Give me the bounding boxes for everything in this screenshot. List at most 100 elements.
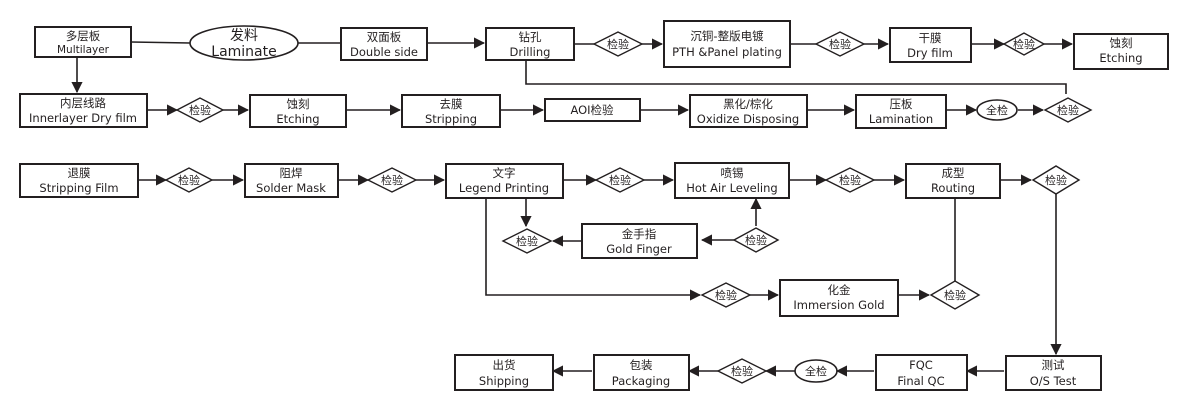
inspect-label: 检验 (189, 103, 211, 117)
step-solder-mask-en: Solder Mask (256, 181, 326, 195)
step-gold-finger-zh: 金手指 (622, 227, 657, 241)
connector-drilling-return (525, 60, 1067, 94)
inspect-diamond: 检验 (732, 227, 780, 253)
inspect-label: 检验 (731, 364, 753, 378)
connector-legend-immersion (485, 198, 702, 301)
step-shipping-en: Shipping (479, 374, 529, 388)
inspect-diamond: 检验 (716, 358, 768, 384)
step-fqc-zh: FQC (909, 358, 933, 372)
inspect-label: 检验 (609, 173, 631, 187)
step-double-side: 双面板 Double side (340, 27, 428, 61)
step-multilayer-zh: 多层板 (66, 29, 101, 43)
step-drilling: 钻孔 Drilling (485, 27, 575, 61)
inspect-label: 检验 (607, 37, 629, 51)
inspect-diamond: 检验 (824, 167, 876, 193)
full-inspect-oval: 全检 (794, 359, 838, 383)
inspect-label: 检验 (1013, 37, 1035, 51)
inspect-label: 检验 (381, 173, 403, 187)
step-immersion-gold: 化金 Immersion Gold (779, 279, 899, 317)
inspect-label: 检验 (1057, 103, 1079, 117)
step-innerlayer-zh: 内层线路 (60, 96, 106, 110)
inspect-diamond: 检验 (366, 167, 418, 193)
step-routing-zh: 成型 (942, 166, 965, 180)
step-routing: 成型 Routing (905, 163, 1001, 199)
step-legend-en: Legend Printing (459, 181, 549, 195)
inspect-diamond: 检验 (1043, 97, 1093, 123)
inspect-diamond: 检验 (501, 228, 553, 254)
step-double-side-en: Double side (350, 45, 418, 59)
inspect-label: 检验 (745, 233, 767, 247)
step-multilayer: 多层板 Multilayer (34, 26, 132, 58)
step-pth-zh: 沉铜-整版电镀 (690, 29, 764, 43)
inspect-diamond: 检验 (164, 167, 214, 193)
step-etching-inner-en: Etching (276, 112, 319, 126)
inspect-diamond: 检验 (175, 97, 225, 123)
full-inspect-label: 全检 (805, 364, 827, 378)
step-fqc: FQC Final QC (875, 354, 968, 391)
step-pth-en: PTH &Panel plating (672, 45, 782, 59)
step-solder-mask-zh: 阻焊 (280, 166, 303, 180)
step-gold-finger: 金手指 Gold Finger (581, 223, 698, 259)
step-packaging-zh: 包装 (630, 358, 653, 372)
step-routing-en: Routing (931, 181, 975, 195)
inspect-label: 检验 (178, 173, 200, 187)
full-inspect-oval: 全检 (976, 99, 1018, 121)
step-etching-inner-zh: 蚀刻 (287, 97, 310, 111)
inspect-diamond: 检验 (594, 167, 646, 193)
step-hasl-zh: 喷锡 (721, 166, 744, 180)
step-etching-outer: 蚀刻 Etching (1073, 33, 1169, 70)
step-dry-film-en: Dry film (907, 46, 953, 60)
step-aoi: AOI检验 (544, 98, 641, 122)
step-stripping-film-en: Stripping Film (39, 181, 118, 195)
step-oxidize: 黑化/棕化 Oxidize Disposing (689, 94, 808, 128)
inspect-label: 检验 (1045, 173, 1067, 187)
full-inspect-label: 全检 (986, 103, 1008, 117)
step-drilling-en: Drilling (510, 45, 551, 59)
step-os-test: 测试 O/S Test (1005, 355, 1102, 391)
step-solder-mask: 阻焊 Solder Mask (244, 163, 339, 198)
step-lamination-zh: 压板 (890, 97, 913, 111)
step-packaging-en: Packaging (612, 374, 670, 388)
step-stripping-en: Stripping (425, 112, 477, 126)
step-stripping-zh: 去膜 (440, 97, 463, 111)
step-aoi-label: AOI检验 (570, 103, 614, 117)
inspect-diamond: 检验 (814, 31, 866, 57)
step-fqc-en: Final QC (897, 374, 944, 388)
inspect-diamond: 检验 (929, 280, 981, 310)
inspect-label: 检验 (839, 173, 861, 187)
step-stripping-film: 退膜 Stripping Film (19, 163, 139, 198)
step-stripping: 去膜 Stripping (401, 94, 501, 128)
step-pth: 沉铜-整版电镀 PTH &Panel plating (663, 20, 791, 68)
step-lamination: 压板 Lamination (855, 94, 947, 129)
connectors (71, 37, 1074, 377)
step-multilayer-en: Multilayer (57, 44, 110, 56)
step-double-side-zh: 双面板 (367, 30, 402, 44)
inspect-label: 检验 (944, 288, 966, 302)
step-innerlayer-en: Innerlayer Dry film (29, 111, 137, 125)
step-gold-finger-en: Gold Finger (606, 242, 672, 256)
inspect-diamond: 检验 (1031, 165, 1081, 195)
step-laminate-zh: 发料 (230, 28, 258, 44)
step-dry-film-zh: 干膜 (919, 31, 942, 45)
inspect-diamond: 检验 (700, 282, 752, 308)
step-dry-film: 干膜 Dry film (889, 27, 972, 63)
step-legend-zh: 文字 (493, 166, 516, 180)
step-legend-printing: 文字 Legend Printing (445, 163, 564, 199)
step-etching-outer-en: Etching (1099, 51, 1142, 65)
step-etching-outer-zh: 蚀刻 (1110, 36, 1133, 50)
step-oxidize-zh: 黑化/棕化 (723, 97, 773, 111)
step-etching-inner: 蚀刻 Etching (249, 94, 347, 128)
step-immersion-gold-en: Immersion Gold (793, 298, 884, 312)
step-hot-air-leveling: 喷锡 Hot Air Leveling (674, 162, 790, 199)
step-hasl-en: Hot Air Leveling (686, 181, 777, 195)
step-laminate: 发料 Laminate (189, 25, 299, 61)
step-laminate-en: Laminate (211, 44, 276, 60)
step-lamination-en: Lamination (869, 112, 933, 126)
step-oxidize-en: Oxidize Disposing (697, 112, 799, 126)
step-shipping-zh: 出货 (493, 358, 516, 372)
step-os-test-zh: 测试 (1042, 358, 1065, 372)
step-innerlayer: 内层线路 Innerlayer Dry film (19, 93, 148, 128)
connector-multilayer-laminate (130, 41, 191, 44)
